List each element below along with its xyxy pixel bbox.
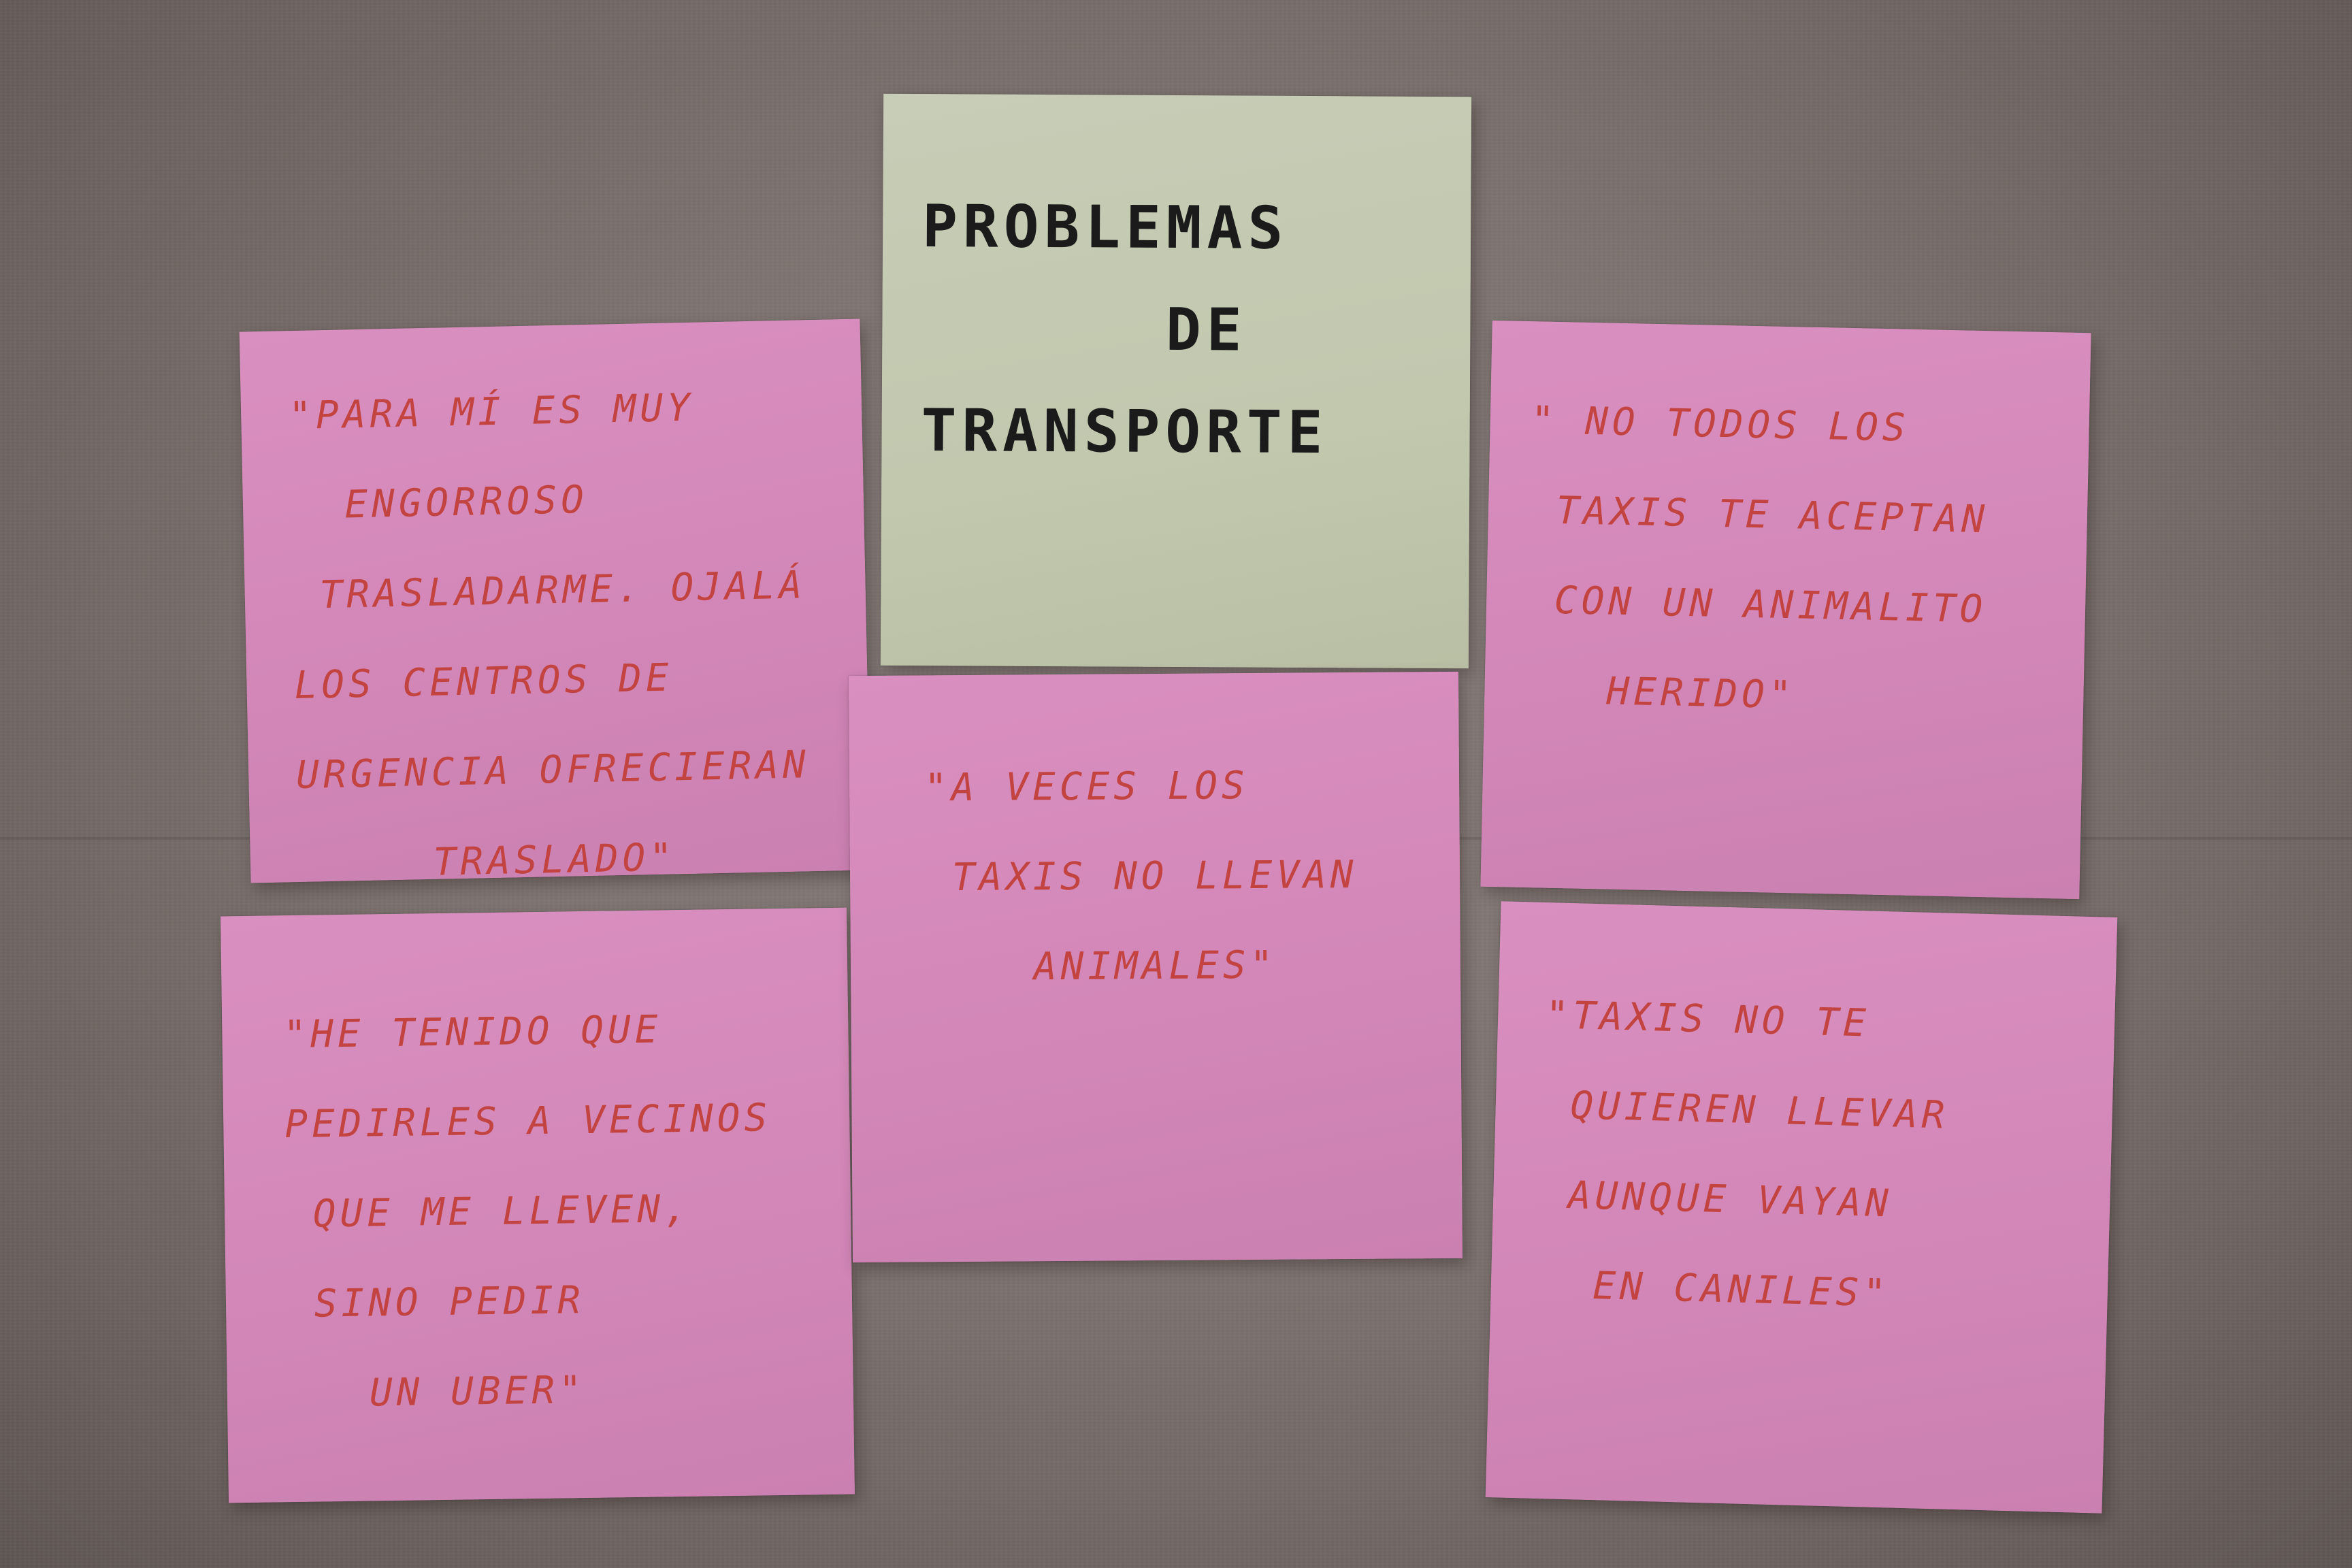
sticky-note-bottom-left: "HE TENIDO QUE PEDIRLES A VECINOS QUE ME… (220, 907, 855, 1503)
note-text-center: "A VECES LOS TAXIS NO LLEVAN ANIMALES" (924, 764, 1358, 990)
note-text-top-right: " NO TODOS LOS TAXIS TE ACEPTAN CON UN A… (1524, 398, 1989, 718)
title-sticky-note: PROBLEMAS DE TRANSPORTE (880, 93, 1472, 669)
note-text-bottom-right: "TAXIS NO TE QUIEREN LLEVAR AUNQUE VAYAN… (1538, 993, 1950, 1316)
sticky-note-bottom-right: "TAXIS NO TE QUIEREN LLEVAR AUNQUE VAYAN… (1485, 901, 2118, 1514)
title-text: PROBLEMAS DE TRANSPORTE (921, 193, 1328, 468)
note-text-top-left: "PARA MÍ ES MUY ENGORROSO TRASLADARME. O… (288, 385, 811, 887)
sticky-note-top-left: "PARA MÍ ES MUY ENGORROSO TRASLADARME. O… (239, 318, 872, 885)
sticky-note-top-right: " NO TODOS LOS TAXIS TE ACEPTAN CON UN A… (1480, 320, 2091, 900)
note-text-bottom-left: "HE TENIDO QUE PEDIRLES A VECINOS QUE ME… (283, 1007, 772, 1417)
sticky-note-center: "A VECES LOS TAXIS NO LLEVAN ANIMALES" (849, 671, 1463, 1263)
